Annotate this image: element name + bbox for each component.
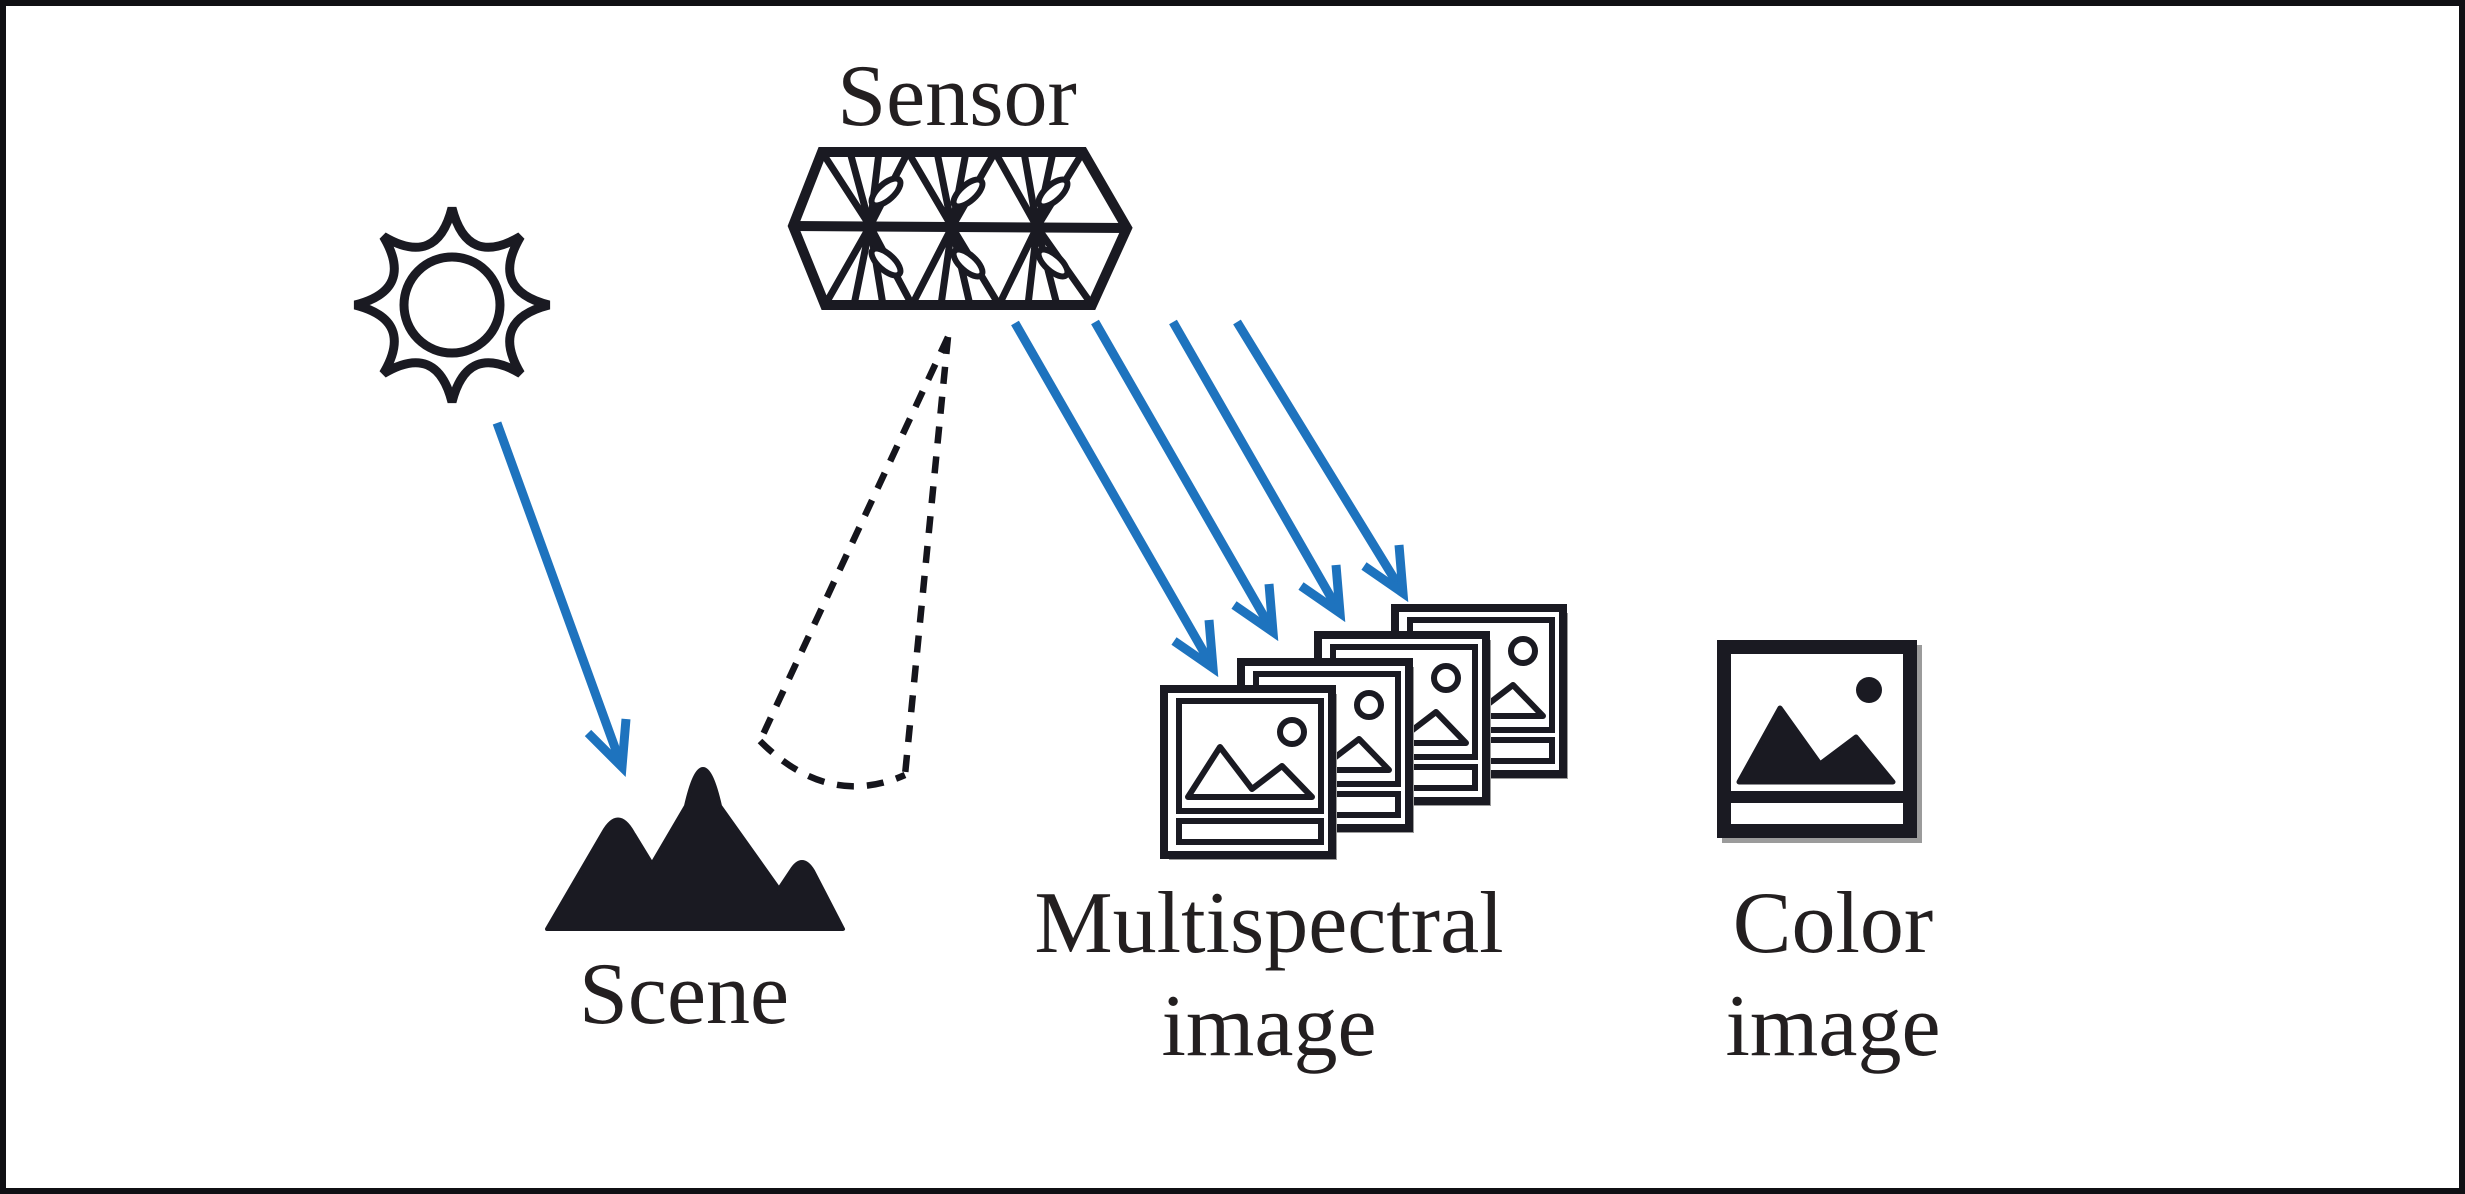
sensor-to-stack-arrows [1011, 319, 1409, 678]
multispectral-image-label: Multispectral image [1034, 875, 1504, 1075]
capture-arrow-2 [1091, 319, 1279, 642]
sun-icon [353, 206, 551, 404]
mountain-icon [545, 767, 845, 931]
sensor-label: Sensor [837, 48, 1077, 145]
color-photo-icon [1717, 640, 1922, 843]
sensor-prism-icon [787, 147, 1133, 310]
capture-arrow-4 [1233, 319, 1409, 603]
scene-label: Scene [578, 946, 790, 1043]
photo-stack-icon [1160, 604, 1568, 860]
sensor-facet-pattern [819, 150, 1095, 308]
capture-arrow-1 [1011, 320, 1219, 678]
sun-to-scene-arrow [492, 421, 631, 778]
sensor-lens-facets [868, 175, 1071, 280]
sensor-fov-cone [757, 335, 952, 790]
photo-frame-icon [1160, 685, 1337, 860]
sensor-outline [787, 147, 1133, 310]
capture-arrow-3 [1169, 319, 1346, 623]
color-image-label: Color image [1725, 875, 1941, 1075]
